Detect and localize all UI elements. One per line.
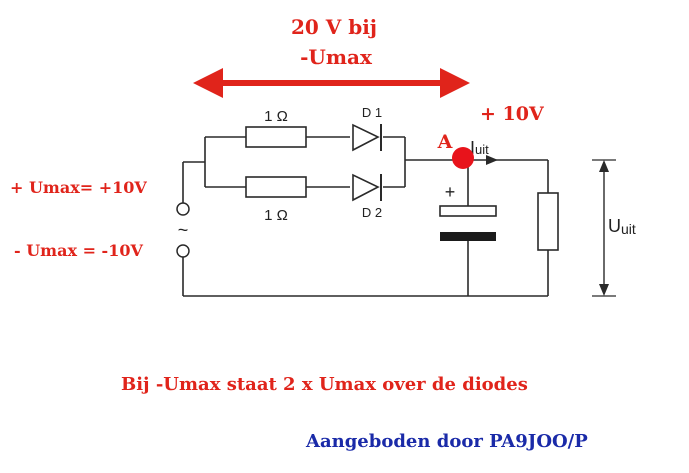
- source-positive-label: + Umax= +10V: [10, 178, 147, 197]
- credit-line: Aangeboden door PA9JOO/P: [305, 431, 588, 452]
- ac-source-icon: [176, 202, 190, 258]
- source-negative-label: - Umax = -10V: [14, 241, 143, 260]
- diode-top-label: D 1: [362, 105, 382, 120]
- output-voltage-label: Uuit: [608, 216, 636, 237]
- node-marker-label: A: [437, 131, 453, 153]
- capacitor-positive-plate: [439, 205, 497, 217]
- red-dot-icon: [452, 147, 474, 169]
- capacitor-plus-sign: +: [445, 182, 456, 202]
- arrow-label-line2: -Umax: [300, 45, 373, 69]
- output-voltage-symbol: U: [608, 216, 621, 236]
- diode-voltage-statement: Bij -Umax staat 2 x Umax over de diodes: [121, 374, 528, 395]
- load-resistor: [537, 192, 559, 251]
- diode-top: [352, 123, 382, 152]
- double-headed-arrow-icon: [193, 68, 470, 98]
- ac-source-symbol: ~: [178, 220, 189, 240]
- node-voltage-label: + 10V: [480, 103, 545, 125]
- resistor-bottom: [245, 176, 307, 198]
- output-voltage-subscript: uit: [621, 221, 636, 237]
- capacitor-negative-plate: [440, 232, 496, 241]
- resistor-top: [245, 126, 307, 148]
- resistor-top-label: 1 Ω: [264, 108, 288, 125]
- current-symbol: I: [470, 138, 475, 158]
- circuit-wires: [182, 136, 549, 297]
- diode-bottom: [352, 173, 382, 202]
- diode-bottom-label: D 2: [362, 205, 382, 220]
- current-arrow-icon: [486, 155, 498, 165]
- arrow-label-line1: 20 V bij: [291, 15, 377, 39]
- current-subscript: uit: [475, 142, 489, 157]
- current-label: Iuit: [470, 138, 489, 158]
- resistor-bottom-label: 1 Ω: [264, 207, 288, 224]
- output-voltage-arrow-icon: [592, 159, 616, 297]
